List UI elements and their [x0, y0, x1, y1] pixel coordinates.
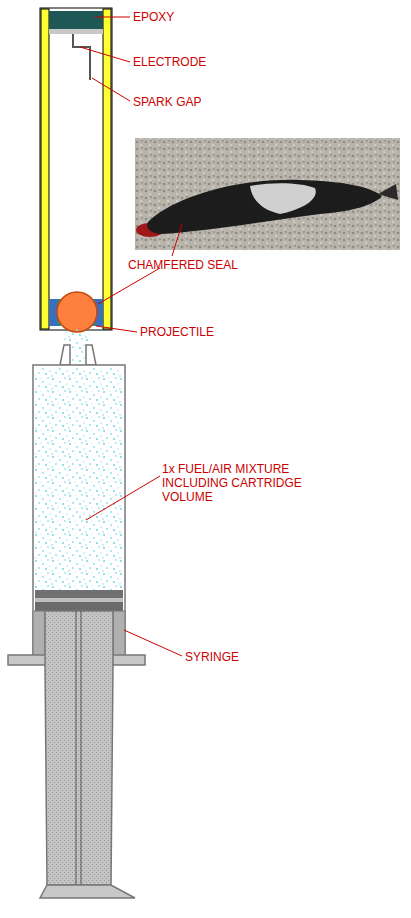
part-label: 1x FUEL/AIR MIXTURE INCLUDING CARTRIDGE …	[162, 462, 302, 504]
projectile	[57, 292, 97, 332]
syringe	[8, 328, 145, 898]
barrel-wall	[33, 611, 45, 660]
plunger-rib	[81, 611, 82, 885]
cartridge-outline	[40, 8, 112, 330]
part-label: SPARK GAP	[133, 95, 253, 109]
seal-patch	[250, 183, 316, 214]
leader-line	[172, 224, 182, 256]
leader-line	[124, 630, 182, 656]
part-label: EPOXY	[133, 10, 253, 24]
photo-background	[135, 138, 400, 250]
leader-line	[98, 268, 160, 304]
epoxy-base	[49, 29, 103, 34]
leader-line	[86, 476, 160, 520]
leader-line	[96, 326, 137, 332]
plunger-rod	[45, 611, 113, 885]
plunger-head	[35, 602, 123, 611]
part-label: SYRINGE	[185, 650, 305, 664]
cartridge-wall	[103, 9, 111, 329]
plunger-head	[35, 598, 123, 602]
syringe-nozzle	[60, 345, 70, 365]
part-label: CHAMFERED SEAL	[128, 258, 288, 272]
plunger-thumb	[40, 885, 135, 898]
leader-line	[95, 17, 130, 18]
barrel-wall	[113, 611, 125, 660]
cartridge-wall	[41, 9, 49, 329]
seal-block	[49, 299, 57, 326]
syringe-nozzle	[86, 345, 96, 365]
epoxy-plug	[49, 11, 103, 29]
seal-flipper	[378, 184, 398, 200]
seal-body	[147, 180, 382, 234]
part-label: ELECTRODE	[133, 55, 253, 69]
fuel-spray	[60, 328, 95, 365]
cartridge	[40, 8, 112, 332]
leader-line	[92, 78, 130, 101]
leader-line	[80, 47, 130, 62]
part-label: PROJECTILE	[140, 325, 260, 339]
fuel-mixture	[35, 367, 123, 590]
seal-photo	[135, 138, 400, 250]
plunger-rib	[76, 611, 77, 885]
electrode	[73, 34, 90, 80]
plunger-head	[35, 590, 123, 598]
